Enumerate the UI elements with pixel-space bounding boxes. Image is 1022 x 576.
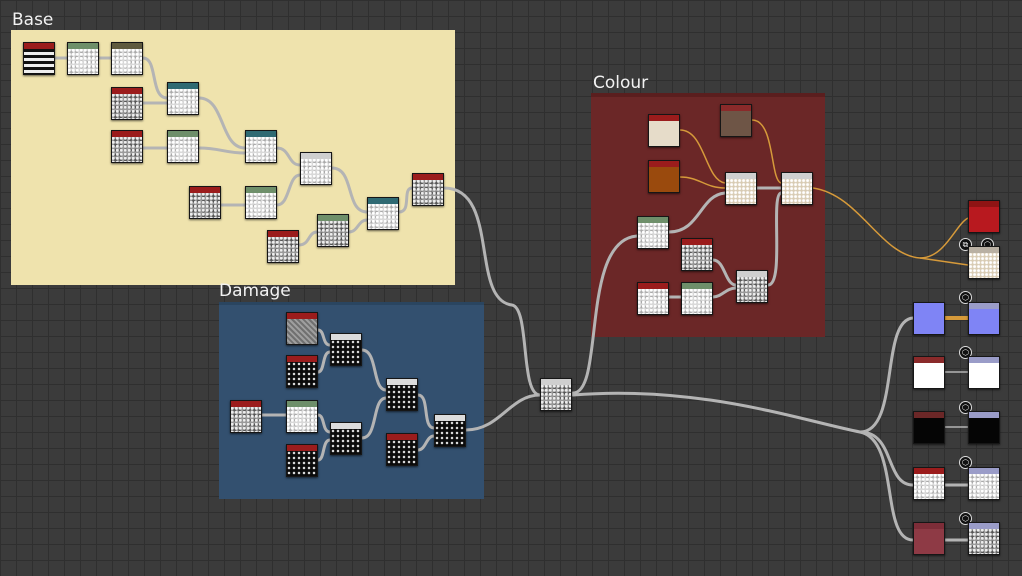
colour-blend-node-2[interactable] bbox=[781, 172, 813, 205]
wire bbox=[571, 391, 862, 434]
base-blend-node-1[interactable] bbox=[167, 82, 199, 115]
wire-highlight bbox=[919, 257, 969, 266]
wire bbox=[711, 286, 738, 299]
wire bbox=[197, 146, 247, 155]
cube-icon[interactable]: ⬡ bbox=[959, 291, 972, 304]
wire bbox=[442, 186, 542, 397]
colour-blend-node-1[interactable] bbox=[725, 172, 757, 205]
wire bbox=[397, 186, 414, 214]
cube-icon[interactable]: ⬡ bbox=[959, 346, 972, 359]
damage-output-node[interactable] bbox=[434, 414, 466, 447]
wire bbox=[766, 191, 783, 287]
black-input-node[interactable] bbox=[913, 411, 945, 444]
cube-icon[interactable]: ⬡ bbox=[959, 456, 972, 469]
frame-title-colour: Colour bbox=[593, 73, 649, 93]
wire bbox=[711, 258, 738, 287]
damage-noise-node-2[interactable] bbox=[286, 355, 318, 388]
wire bbox=[330, 166, 369, 214]
cube-icon[interactable]: ⬡ bbox=[959, 512, 972, 525]
base-blend-node-2[interactable] bbox=[245, 130, 277, 163]
merge-node[interactable] bbox=[540, 378, 572, 411]
output-roughness[interactable] bbox=[968, 522, 1000, 555]
wire bbox=[858, 430, 915, 487]
colour-uniform-cream-node[interactable] bbox=[648, 114, 680, 147]
damage-noise-node-4[interactable] bbox=[286, 444, 318, 477]
white-input-node[interactable] bbox=[913, 356, 945, 389]
wire bbox=[571, 234, 639, 395]
wire-highlight bbox=[812, 187, 921, 259]
wire bbox=[360, 348, 388, 392]
wire bbox=[316, 413, 332, 434]
wire bbox=[347, 218, 369, 234]
damage-noise-node-1[interactable] bbox=[286, 312, 318, 345]
colour-blend-node-3[interactable] bbox=[736, 270, 768, 303]
wire bbox=[297, 230, 319, 247]
colour-levels-node[interactable] bbox=[637, 216, 669, 249]
wire bbox=[416, 434, 436, 452]
cube-icon[interactable]: ⬡ bbox=[959, 401, 972, 414]
base-levels-node-2[interactable] bbox=[111, 42, 143, 75]
damage-noise-node-3[interactable] bbox=[230, 400, 262, 433]
base-levels-node-1[interactable] bbox=[67, 42, 99, 75]
output-white[interactable] bbox=[968, 356, 1000, 389]
colour-uniform-orange-node[interactable] bbox=[648, 160, 680, 193]
output-sand-node[interactable] bbox=[968, 246, 1000, 279]
wire bbox=[275, 173, 302, 207]
white-input-node-2[interactable] bbox=[913, 467, 945, 500]
wire bbox=[316, 350, 332, 374]
base-levels-node-3[interactable] bbox=[167, 130, 199, 163]
damage-blend-node-1[interactable] bbox=[330, 333, 362, 366]
wire bbox=[858, 316, 915, 434]
basecolor-input-node[interactable] bbox=[913, 302, 945, 335]
damage-blend-node-2[interactable] bbox=[330, 422, 362, 455]
wire-highlight bbox=[679, 176, 726, 189]
output-red-node[interactable] bbox=[968, 200, 1000, 233]
base-blend-node-4[interactable] bbox=[367, 197, 399, 230]
wire-highlight bbox=[919, 217, 969, 259]
colour-uniform-brown-node[interactable] bbox=[720, 104, 752, 137]
damage-noise-node-5[interactable] bbox=[386, 433, 418, 466]
damage-blend-node-3[interactable] bbox=[386, 378, 418, 411]
base-gradient-node[interactable] bbox=[23, 42, 55, 75]
frame-title-base: Base bbox=[12, 10, 54, 30]
damage-levels-node[interactable] bbox=[286, 400, 318, 433]
frame-title-damage: Damage bbox=[219, 281, 291, 301]
colour-noise-node-2[interactable] bbox=[637, 282, 669, 315]
output-white-2[interactable] bbox=[968, 467, 1000, 500]
base-output-node[interactable] bbox=[412, 173, 444, 206]
output-black[interactable] bbox=[968, 411, 1000, 444]
wire bbox=[416, 393, 436, 430]
wire bbox=[360, 396, 388, 440]
base-levels-node-4[interactable] bbox=[245, 186, 277, 219]
base-noise-node-1[interactable] bbox=[111, 87, 143, 120]
wire bbox=[141, 56, 169, 100]
base-levels-node-5[interactable] bbox=[317, 214, 349, 247]
output-basecolor[interactable] bbox=[968, 302, 1000, 335]
wire bbox=[275, 146, 302, 167]
wire bbox=[667, 191, 727, 234]
wire-highlight bbox=[679, 129, 726, 184]
wire bbox=[197, 96, 247, 150]
base-blend-node-3[interactable] bbox=[300, 152, 332, 185]
wire-highlight bbox=[751, 119, 782, 184]
wire bbox=[858, 430, 915, 542]
base-noise-node-4[interactable] bbox=[267, 230, 299, 263]
colour-levels-node-2[interactable] bbox=[681, 282, 713, 315]
base-noise-node-2[interactable] bbox=[111, 130, 143, 163]
roughness-input-node[interactable] bbox=[913, 522, 945, 555]
wire bbox=[464, 393, 542, 432]
wire bbox=[316, 328, 332, 347]
wire bbox=[316, 438, 332, 462]
base-noise-node-3[interactable] bbox=[189, 186, 221, 219]
colour-noise-node-1[interactable] bbox=[681, 238, 713, 271]
